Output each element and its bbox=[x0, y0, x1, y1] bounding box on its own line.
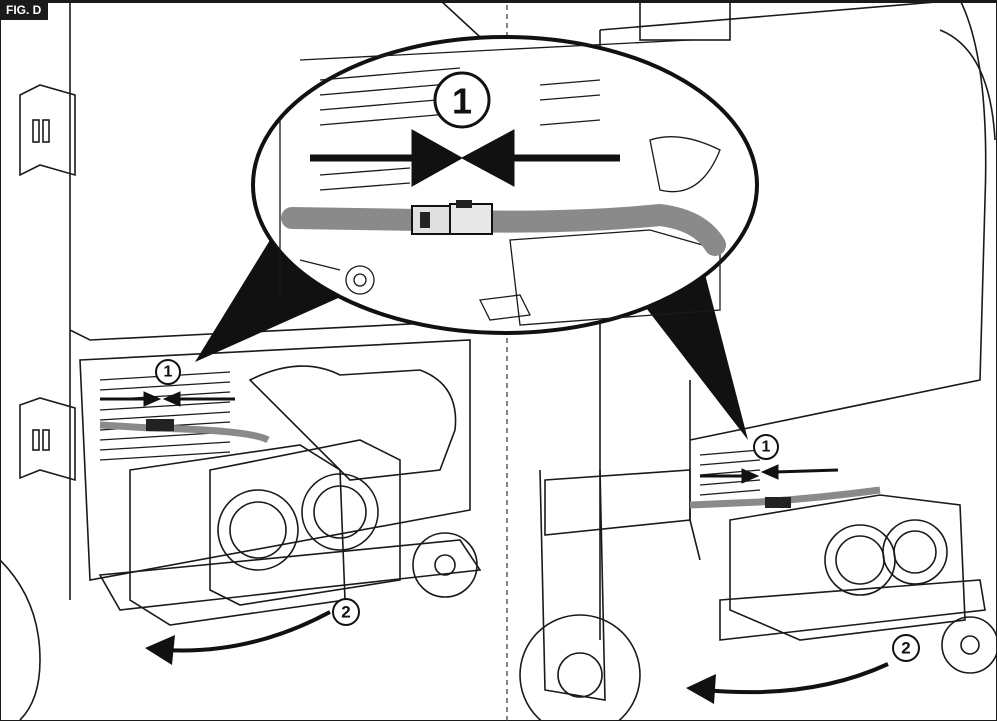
rotate-arrowhead-left bbox=[145, 635, 175, 665]
fan-right-b bbox=[882, 519, 948, 585]
step2-badge-left bbox=[332, 598, 360, 626]
caster-wheel-left bbox=[412, 532, 478, 598]
zoom-step1-badge bbox=[433, 71, 491, 129]
fan-left-b bbox=[301, 473, 379, 551]
figure-header-strip bbox=[48, 0, 997, 3]
machine-body-right bbox=[599, 0, 987, 441]
figure-tag: FIG. D bbox=[0, 0, 48, 20]
connector-left bbox=[146, 419, 174, 431]
strap-right bbox=[544, 469, 691, 536]
zoom-press-arrows bbox=[310, 129, 620, 187]
base-plate-left bbox=[98, 539, 482, 611]
step2-badge-right bbox=[892, 634, 920, 662]
step2-label-left: 2 bbox=[341, 603, 350, 622]
step2-label-right: 2 bbox=[901, 639, 910, 658]
caster-wheel-right bbox=[941, 616, 997, 674]
zoom-step1-label: 1 bbox=[452, 81, 472, 122]
zoom-pointer-right bbox=[640, 255, 748, 440]
tank-left bbox=[248, 365, 457, 481]
vent-slots-left bbox=[99, 371, 231, 461]
lower-housing-left bbox=[79, 339, 471, 581]
step1-badge-left bbox=[155, 359, 181, 385]
step1-badge-right bbox=[753, 434, 779, 460]
support-column-right bbox=[539, 469, 606, 701]
side-bracket-upper bbox=[19, 84, 76, 177]
base-plate-right bbox=[719, 579, 986, 641]
rotate-arrow-right bbox=[704, 662, 889, 695]
cooler-unit-right bbox=[729, 494, 966, 641]
zoom-circle: 1 bbox=[251, 35, 759, 335]
press-arrows-left bbox=[100, 391, 235, 407]
rotate-arrowhead-right bbox=[686, 674, 716, 704]
cooler-unit-left bbox=[129, 444, 346, 626]
step1-label-left: 1 bbox=[164, 364, 173, 381]
hose-left bbox=[99, 421, 270, 444]
press-arrows-right bbox=[700, 464, 839, 484]
rotate-arrow-left bbox=[164, 610, 331, 653]
connector-right bbox=[765, 497, 791, 508]
step1-label-right: 1 bbox=[762, 439, 771, 456]
fan-left-a bbox=[217, 489, 299, 571]
rear-wheel-left bbox=[0, 559, 41, 721]
cooler-frame-left bbox=[209, 439, 401, 606]
zoom-cooler-box bbox=[509, 229, 721, 326]
rear-wheel-right bbox=[519, 614, 641, 721]
zoom-connector bbox=[411, 200, 493, 235]
hose-right bbox=[689, 486, 881, 509]
side-bracket-lower bbox=[19, 397, 76, 482]
